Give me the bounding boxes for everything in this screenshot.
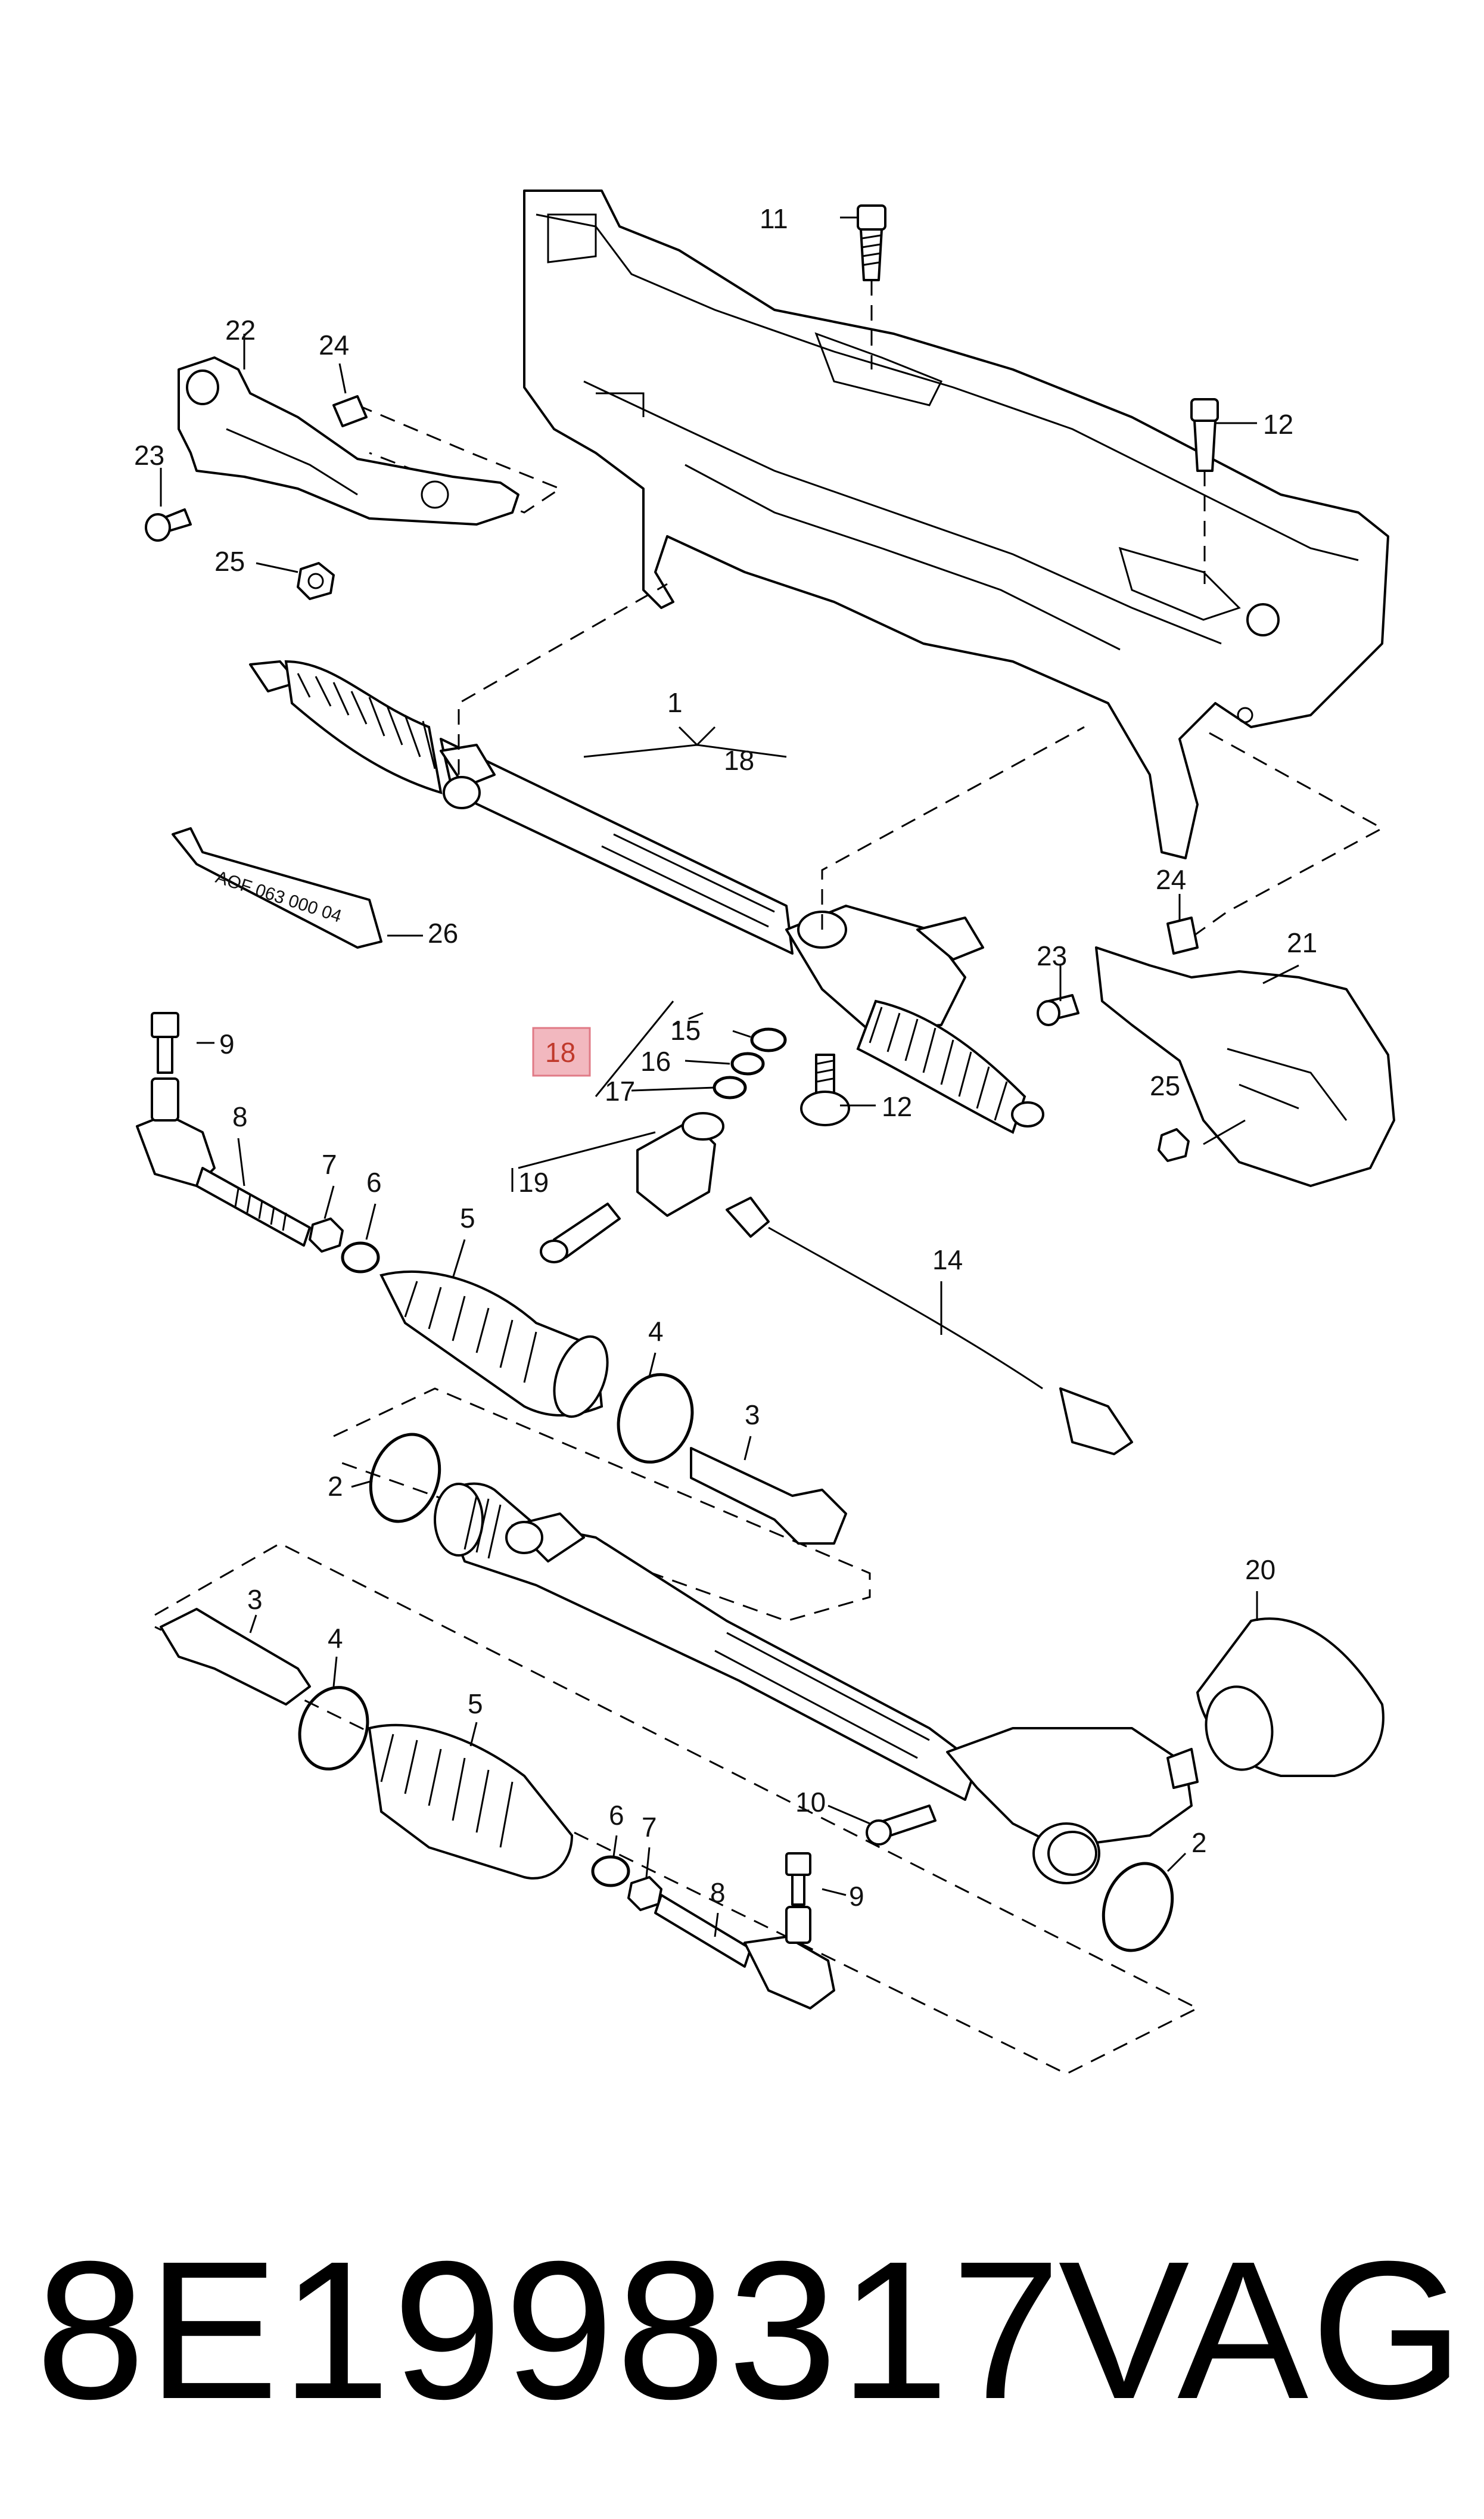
sensor-wire-14 [726, 1197, 1133, 1455]
callout-24-left: 24 [319, 330, 349, 361]
callout-5-upper: 5 [460, 1203, 475, 1234]
footer: 8E1998317 VAG [0, 2205, 1484, 2455]
callout-12-middle: 12 [882, 1091, 912, 1122]
callout-15: 15 [670, 1015, 701, 1046]
bolt-12-upper [1190, 398, 1219, 584]
callout-5-lower: 5 [468, 1688, 483, 1719]
leader-box-lower [154, 1542, 1200, 2075]
nut-25-left [297, 562, 335, 600]
boot-5-upper [379, 1270, 609, 1418]
callout-20: 20 [1245, 1554, 1275, 1585]
callout-8-lower: 8 [710, 1877, 726, 1908]
callout-18-highlighted: 18 [545, 1037, 575, 1068]
pressure-sensor-group [511, 1001, 787, 1263]
subframe [523, 190, 1389, 859]
nut-7-lower [627, 1876, 662, 1911]
callout-25-right: 25 [1150, 1070, 1180, 1101]
callout-6-upper: 6 [366, 1167, 382, 1198]
callout-3-upper: 3 [745, 1399, 760, 1430]
callout-4-lower: 4 [328, 1623, 343, 1654]
callout-10: 10 [795, 1787, 826, 1818]
boot-5-lower [368, 1723, 574, 1880]
inner-tie-rod-3-upper [690, 1447, 847, 1545]
o-ring-2-lower [1102, 1862, 1174, 1952]
callout-17: 17 [605, 1076, 635, 1107]
steering-rack-lower [434, 1482, 1199, 1884]
callout-labels: 11 12 22 24 23 25 1 18 26 24 23 21 25 15… [134, 203, 1317, 1912]
bolt-23-left [145, 508, 192, 542]
boot-20 [1196, 1617, 1385, 1777]
steering-rack-upper [249, 660, 1044, 1134]
leader-lines-upper [357, 404, 1385, 1026]
inner-tie-rod-3-lower [160, 1608, 311, 1706]
nut-7-upper [309, 1217, 344, 1253]
callout-12-top: 12 [1263, 409, 1293, 440]
callout-21: 21 [1287, 927, 1317, 958]
callout-1: 1 [667, 687, 683, 718]
callout-7-upper: 7 [322, 1149, 337, 1180]
callout-23-left: 23 [134, 440, 164, 471]
callout-8-upper: 8 [232, 1101, 248, 1132]
callout-2-lower: 2 [1191, 1827, 1207, 1858]
callout-7-lower: 7 [642, 1812, 657, 1843]
o-ring-2-upper [369, 1433, 441, 1523]
callout-19: 19 [518, 1167, 549, 1198]
mounting-bracket-right [1037, 917, 1395, 1187]
callout-23-right: 23 [1037, 940, 1067, 971]
clamp-6-lower [591, 1855, 630, 1887]
callout-22: 22 [225, 315, 256, 346]
callout-3-lower: 3 [247, 1584, 263, 1615]
part-number: 8E1998317 [36, 2220, 1063, 2440]
callout-25-left: 25 [214, 546, 245, 577]
callout-leaders [160, 216, 1299, 1937]
clamp-4-lower [298, 1686, 369, 1771]
bolt-12-middle [800, 1054, 850, 1126]
callout-9-lower: 9 [849, 1881, 864, 1912]
callout-9-upper: 9 [219, 1029, 235, 1060]
tie-rod-end-upper [136, 1077, 311, 1247]
callout-2-upper: 2 [328, 1471, 343, 1502]
callout-24-right: 24 [1156, 864, 1186, 895]
bolt-9-upper [151, 1012, 179, 1074]
callout-18-top: 18 [724, 745, 754, 776]
callout-18-highlight [532, 1027, 591, 1077]
mounting-bracket-left [178, 356, 519, 526]
callout-6-lower: 6 [609, 1800, 624, 1831]
callout-26: 26 [428, 918, 458, 949]
bolt-10 [866, 1804, 937, 1846]
brand: VAG [1058, 2220, 1466, 2440]
clamp-4-upper [617, 1373, 694, 1464]
tie-rod-end-lower [654, 1894, 835, 2009]
clamp-6-upper [341, 1241, 380, 1274]
bolt-9-lower [785, 1852, 811, 1906]
callout-4-upper: 4 [648, 1316, 664, 1347]
callout-11: 11 [760, 203, 788, 234]
callout-16: 16 [640, 1046, 671, 1077]
grease-tube-26: AOF 063 000 04 [172, 827, 382, 949]
bolt-11 [857, 204, 886, 369]
callout-14: 14 [932, 1244, 963, 1275]
